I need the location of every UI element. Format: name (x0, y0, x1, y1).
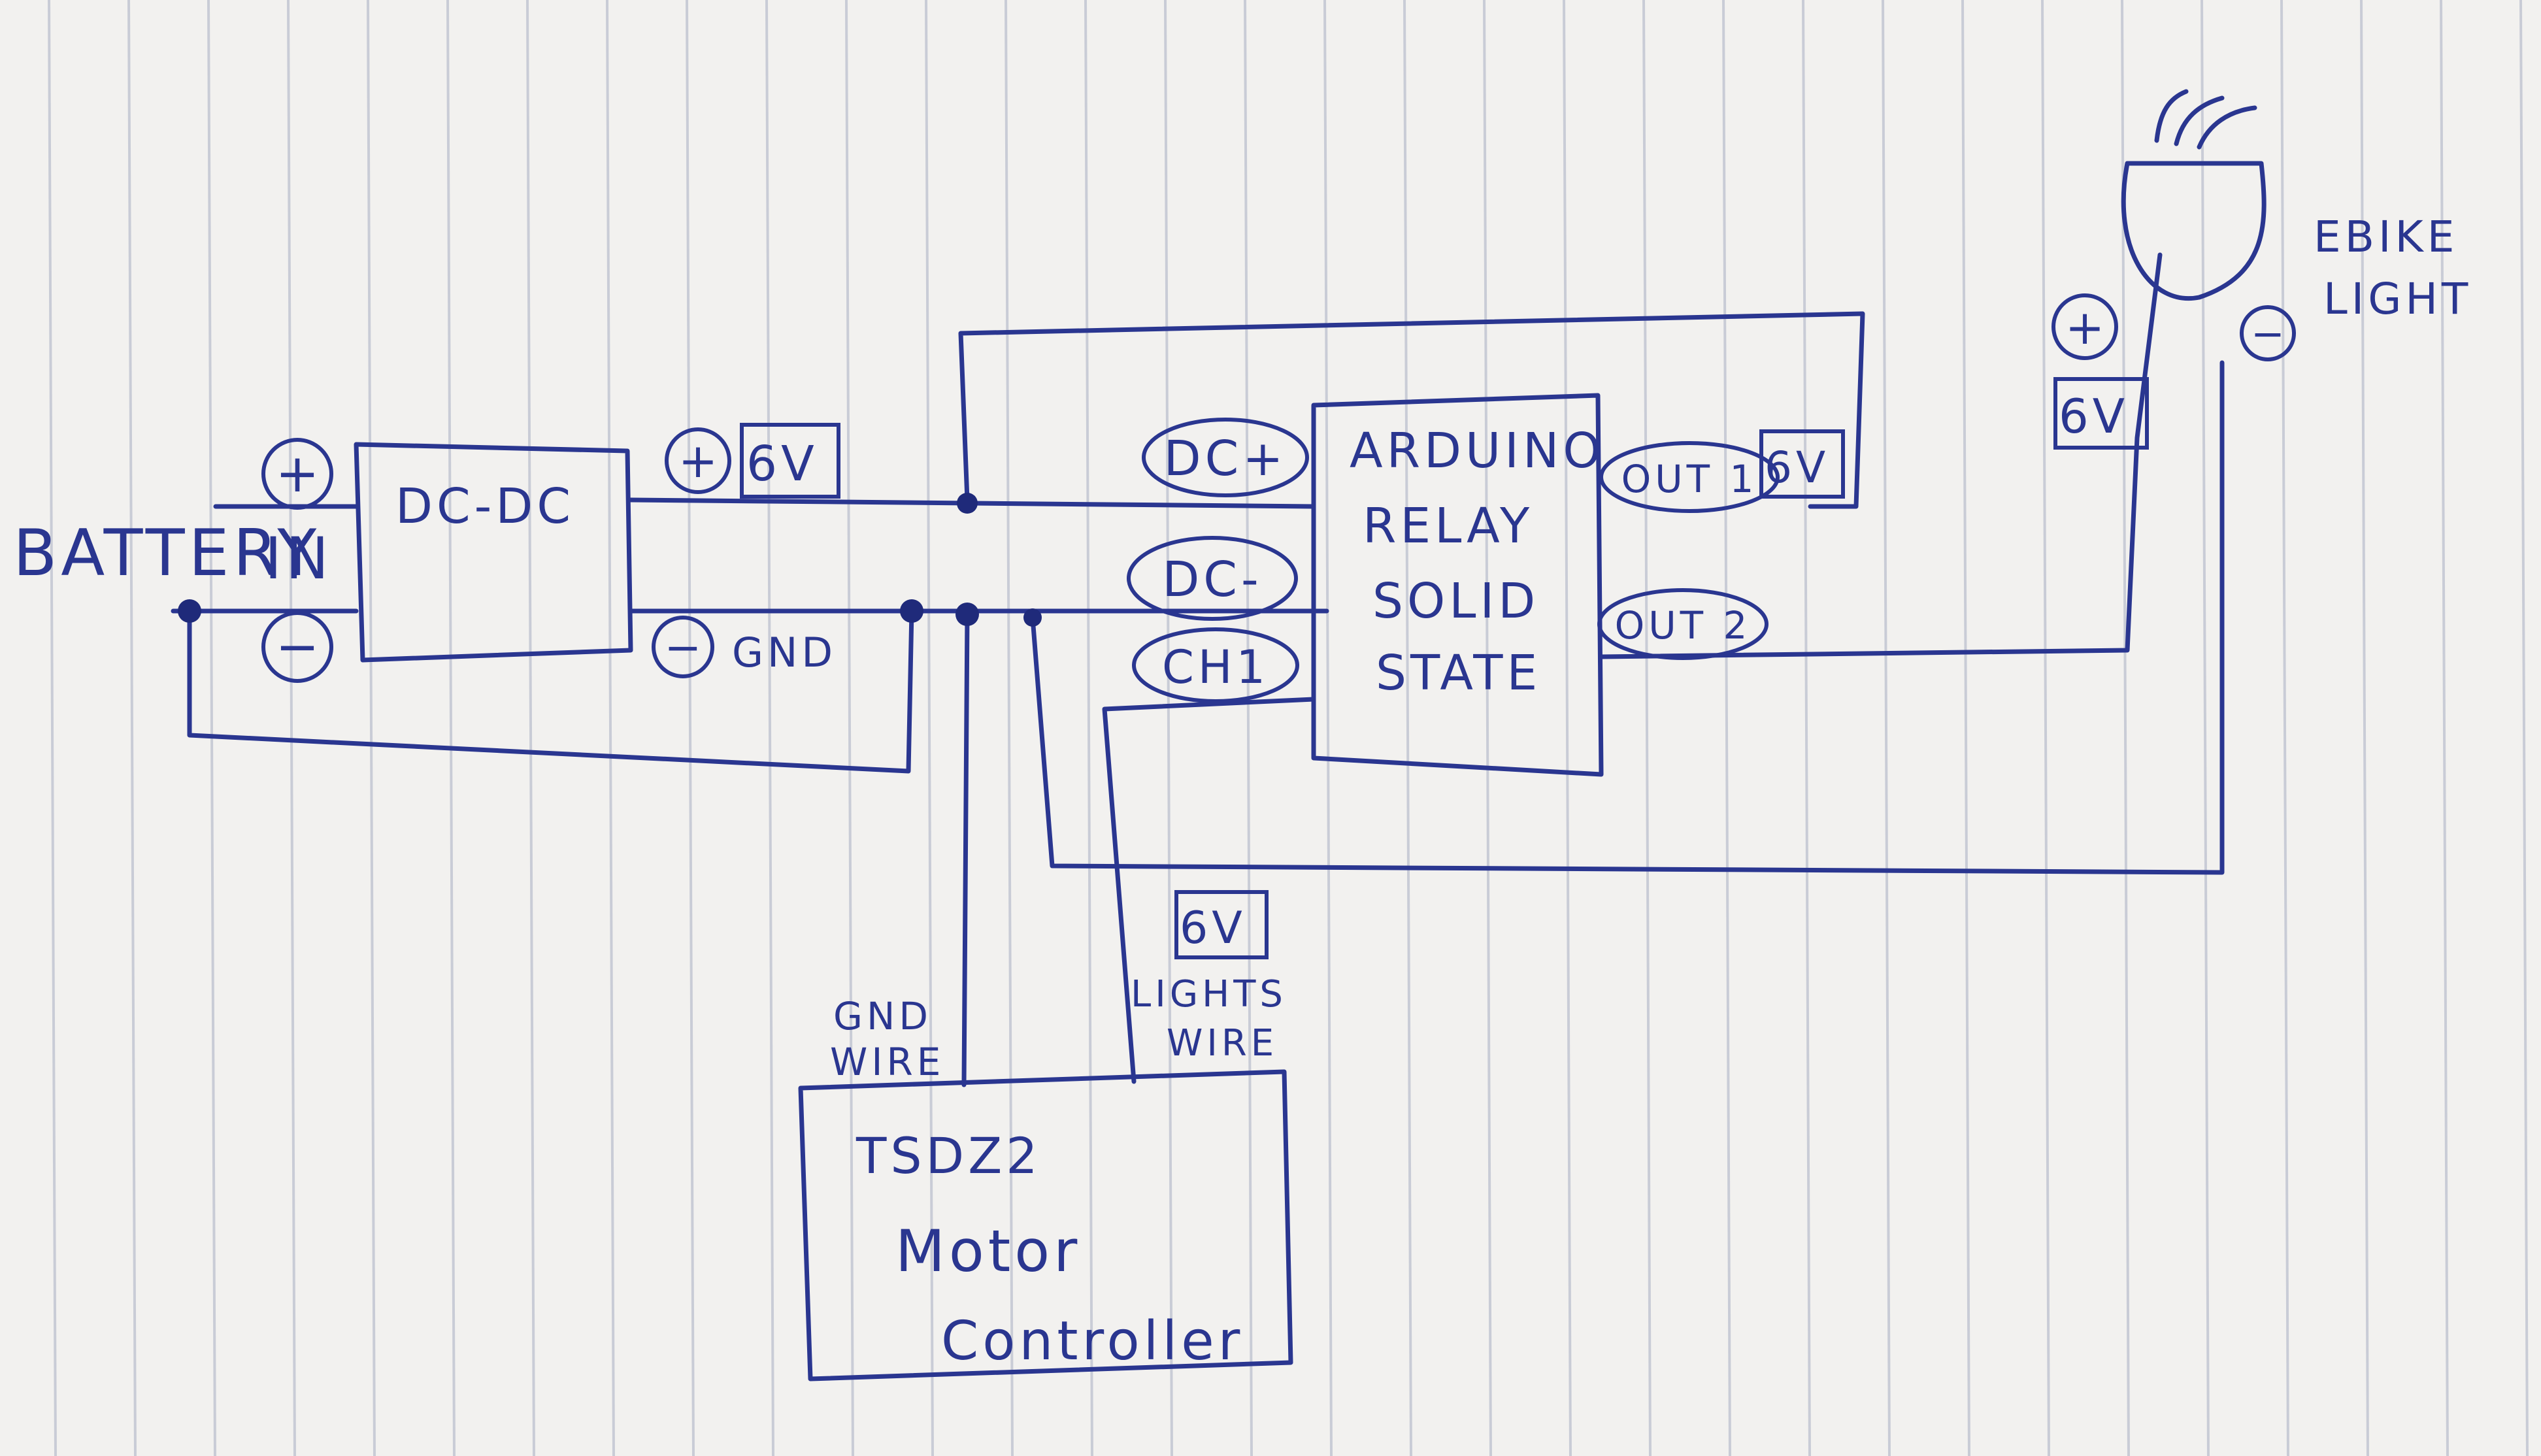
wire-6v-to-out1 (958, 311, 1865, 509)
battery-in-label: IN (265, 525, 333, 592)
motor-controller-box (798, 1069, 1293, 1382)
rule-line (1483, 0, 1492, 1456)
battery-minus-ring (261, 611, 333, 683)
dcdc-minus-ring (652, 616, 714, 678)
rule-line (1164, 0, 1173, 1456)
motor-line-1: TSDZ2 (855, 1127, 1042, 1185)
rule-line (925, 0, 934, 1456)
junction-ground-3 (1023, 608, 1042, 627)
rule-line (446, 0, 456, 1456)
out1-voltage-box (1759, 429, 1845, 499)
arduino-relay-box (1311, 393, 1604, 777)
battery-plus-ring (261, 438, 333, 510)
rule-line (526, 0, 535, 1456)
pin-dc-plus: DC+ (1164, 431, 1287, 487)
light-minus-ring (2240, 305, 2296, 361)
out1-voltage: 6V (1765, 442, 1829, 493)
relay-line-2: RELAY (1363, 498, 1533, 554)
wire-out2-to-light (1599, 252, 2163, 659)
rule-line (287, 0, 296, 1456)
rule-line (845, 0, 854, 1456)
motor-line-2: Motor (895, 1217, 1081, 1285)
junction-ground-1 (900, 599, 923, 623)
rule-line (2041, 0, 2050, 1456)
pin-out2-ring (1597, 588, 1769, 660)
lights-voltage-box (1174, 890, 1269, 959)
rule-line (1802, 0, 1811, 1456)
light-voltage: 6V (2059, 389, 2129, 444)
pin-dc-plus-ring (1142, 418, 1309, 497)
light-minus-sign: − (2251, 310, 2285, 357)
rule-line (48, 0, 57, 1456)
notebook-rule-lines (48, 0, 2529, 1456)
battery-plus-sign: + (275, 443, 319, 504)
wire-ground-to-light (1030, 360, 2225, 875)
ebike-light-body (2121, 161, 2267, 301)
pin-dc-minus-ring (1127, 536, 1298, 621)
rule-line (1403, 0, 1412, 1456)
rule-line (606, 0, 615, 1456)
rule-line (1244, 0, 1253, 1456)
rule-line (2121, 0, 2130, 1456)
rule-line (686, 0, 695, 1456)
rule-line (207, 0, 216, 1456)
relay-line-4: STATE (1376, 645, 1541, 701)
wire-ch1-to-lights (1102, 697, 1316, 1084)
dcdc-gnd-label: GND (732, 629, 837, 676)
battery-minus-sign: − (275, 616, 319, 677)
junction-6v-bus (957, 493, 978, 514)
rule-line (1323, 0, 1333, 1456)
rule-line (2360, 0, 2369, 1456)
lights-wire-line-2: WIRE (1167, 1022, 1278, 1065)
rule-line (1642, 0, 1652, 1456)
wiring (171, 89, 2267, 1382)
wire-gnd-to-motor (961, 612, 970, 1087)
pin-ch1: CH1 (1162, 640, 1269, 694)
pin-out1-ring (1599, 441, 1780, 513)
lights-voltage: 6V (1180, 902, 1246, 954)
rule-line (367, 0, 376, 1456)
dcdc-plus-ring (665, 427, 731, 494)
light-line-1: EBIKE (2314, 212, 2458, 262)
relay-line-1: ARDUINO (1350, 423, 1605, 479)
dcdc-voltage-box (740, 423, 840, 499)
pin-dc-minus: DC- (1162, 552, 1262, 608)
dcdc-box (354, 442, 633, 663)
pin-ch1-ring (1132, 627, 1299, 703)
rule-line (1882, 0, 1891, 1456)
rule-line (1722, 0, 1731, 1456)
rule-line (1005, 0, 1014, 1456)
lights-wire-line-1: LIGHTS (1131, 973, 1287, 1016)
rule-line (1084, 0, 1093, 1456)
gnd-wire-line-2: WIRE (830, 1040, 944, 1084)
relay-line-3: SOLID (1372, 573, 1539, 629)
rule-line (1563, 0, 1572, 1456)
dcdc-minus-sign: − (665, 622, 702, 674)
junction-ground-2 (955, 603, 979, 626)
dcdc-label: DC-DC (395, 478, 574, 535)
pin-out1: OUT 1 (1621, 457, 1758, 501)
light-line-2: LIGHT (2323, 274, 2472, 324)
rule-line (765, 0, 774, 1456)
battery-label: BATTERY (13, 516, 320, 591)
light-voltage-box (2053, 377, 2149, 450)
light-plus-sign: + (2065, 300, 2104, 355)
motor-line-3: Controller (941, 1310, 1244, 1372)
rule-line (2440, 0, 2449, 1456)
light-plus-ring (2051, 293, 2118, 360)
junction-battery-minus (178, 599, 201, 623)
gnd-wire-line-1: GND (833, 994, 932, 1038)
pin-out2: OUT 2 (1615, 603, 1752, 648)
rule-line (2519, 0, 2529, 1456)
junctions (178, 493, 1042, 627)
dcdc-plus-sign: + (678, 433, 718, 488)
rule-line (2280, 0, 2289, 1456)
wire-battery-ground-loop (187, 608, 914, 774)
light-rays (2154, 89, 2257, 150)
rule-line (2201, 0, 2210, 1456)
rule-line (1961, 0, 1970, 1456)
rule-line (127, 0, 137, 1456)
dcdc-voltage: 6V (746, 436, 818, 492)
